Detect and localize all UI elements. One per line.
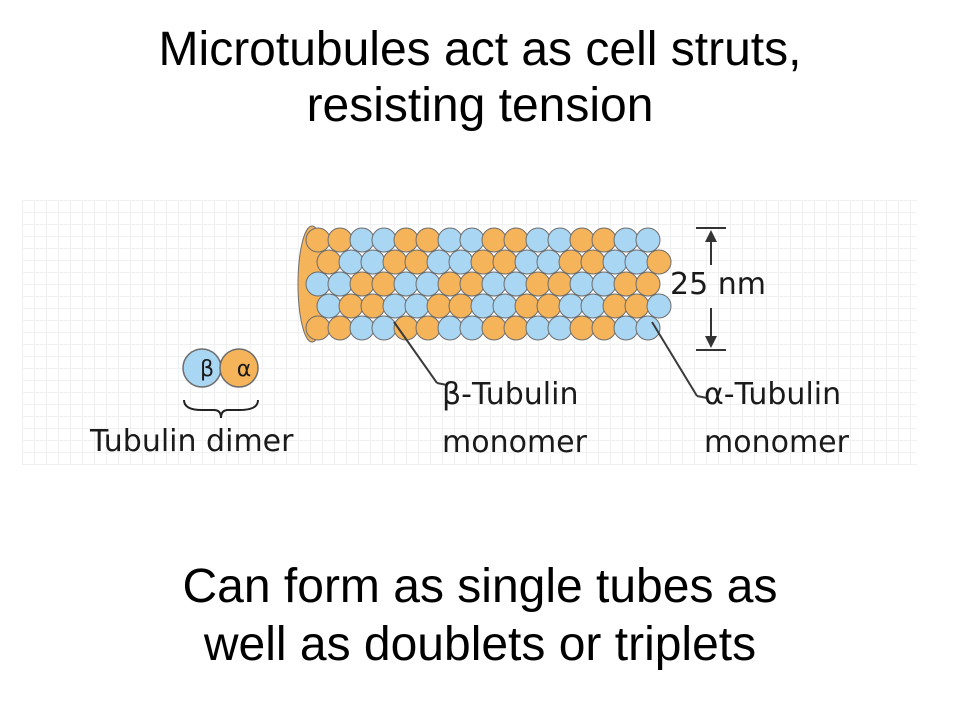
beta-subunit [580,249,606,275]
alpha-subunit [316,293,342,319]
beta-subunit [382,249,408,275]
beta-subunit [481,227,507,253]
beta-subunit [393,227,419,253]
alpha-subunit [481,271,507,297]
beta-subunit [316,249,342,275]
dimension-marker [696,227,726,351]
beta-subunit [503,315,529,341]
beta-tubulin-label: β-Tubulin [442,377,579,412]
alpha-subunit [613,227,639,253]
alpha-subunit [415,271,441,297]
dimer-beta-symbol: β [199,357,215,382]
alpha-subunit [569,271,595,297]
beta-subunit [591,315,617,341]
beta-subunit [360,293,386,319]
beta-subunit [646,249,672,275]
alpha-subunit [338,249,364,275]
beta-subunit [349,271,375,297]
beta-subunit [459,271,485,297]
beta-subunit [503,227,529,253]
beta-subunit [613,271,639,297]
beta-subunit [569,315,595,341]
beta-subunit [371,271,397,297]
beta-subunit [547,271,573,297]
alpha-subunit [426,249,452,275]
alpha-subunit [602,249,628,275]
alpha-subunit [646,293,672,319]
alpha-subunit [437,227,463,253]
beta-subunit [514,293,540,319]
beta-subunit [415,227,441,253]
beta-subunit [525,271,551,297]
beta-subunit [327,315,353,341]
dimer-alpha-symbol: α [236,357,252,382]
alpha-subunit [635,227,661,253]
alpha-subunit [547,227,573,253]
tubulin-dimer-label: Tubulin dimer [90,424,294,459]
alpha-subunit [492,293,518,319]
alpha-subunit [580,293,606,319]
leader-lines [393,321,708,399]
beta-subunit [481,315,507,341]
alpha-subunit [349,315,375,341]
alpha-subunit [547,315,573,341]
alpha-subunit [536,249,562,275]
alpha-subunit [371,227,397,253]
alpha-subunit [393,271,419,297]
alpha-subunit [349,227,375,253]
alpha-tubulin-label: α-Tubulin [704,377,842,412]
beta-subunit [591,227,617,253]
alpha-subunit [327,271,353,297]
alpha-subunit [525,227,551,253]
beta-subunit [492,249,518,275]
alpha-subunit [470,293,496,319]
alpha-subunit [371,315,397,341]
beta-subunit [602,293,628,319]
caption-line-1: Can form as single tubes as [182,560,778,613]
dimension-label: 25 nm [670,267,766,302]
alpha-subunit [404,293,430,319]
alpha-tubulin-sublabel: monomer [704,425,849,460]
alpha-subunit [624,249,650,275]
alpha-subunit [437,315,463,341]
tubulin-dimer-icon [182,348,259,419]
microtubule-cylinder [297,225,672,343]
beta-subunit [569,227,595,253]
beta-subunit [327,227,353,253]
alpha-subunit [503,271,529,297]
beta-subunit [448,293,474,319]
alpha-subunit [459,227,485,253]
alpha-subunit [525,315,551,341]
beta-subunit [558,249,584,275]
microtubule-diagram: 25 nm β α Tubulin dimer β-Tubulin monome… [22,200,917,465]
beta-tubulin-sublabel: monomer [442,425,587,460]
alpha-subunit [635,315,661,341]
alpha-subunit [305,271,331,297]
beta-subunit [305,315,331,341]
title-line-1: Microtubules act as cell struts, [158,23,802,76]
beta-subunit [437,271,463,297]
alpha-subunit [448,249,474,275]
alpha-subunit [382,293,408,319]
alpha-subunit [459,315,485,341]
alpha-subunit [558,293,584,319]
caption-line-2: well as doublets or triplets [203,618,757,671]
beta-subunit [624,293,650,319]
beta-subunit [415,315,441,341]
slide-caption: Can form as single tubes as well as doub… [0,558,960,674]
alpha-subunit [613,315,639,341]
beta-subunit [635,271,661,297]
beta-subunit [536,293,562,319]
alpha-subunit [514,249,540,275]
beta-subunit [470,249,496,275]
alpha-subunit [591,271,617,297]
beta-subunit [426,293,452,319]
beta-subunit [305,227,331,253]
beta-subunit [404,249,430,275]
slide-title: Microtubules act as cell struts, resisti… [0,22,960,134]
beta-subunit [338,293,364,319]
microtubule-illustration [182,225,726,419]
alpha-subunit [360,249,386,275]
title-line-2: resisting tension [306,79,654,132]
